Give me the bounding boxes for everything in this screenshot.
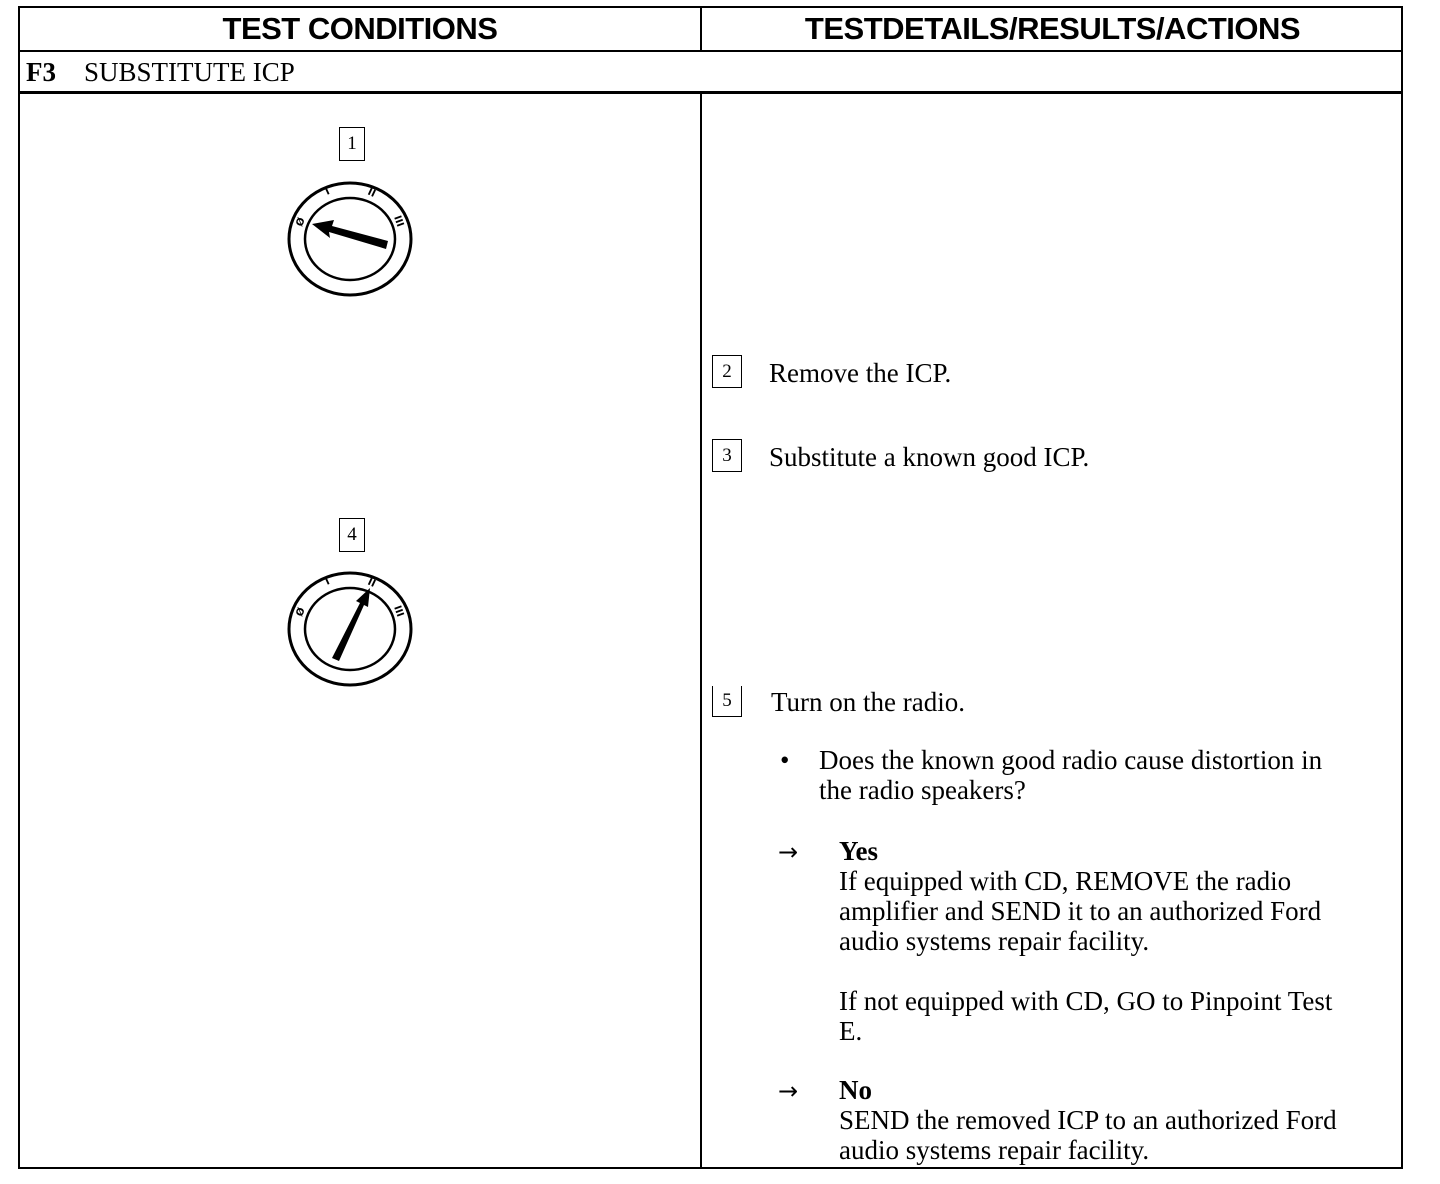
- test-table: TEST CONDITIONS TESTDETAILS/RESULTS/ACTI…: [18, 6, 1403, 1169]
- header-test-conditions: TEST CONDITIONS: [222, 11, 498, 46]
- yes-p2-line-1: If not equipped with CD, GO to Pinpoint …: [839, 986, 1333, 1016]
- header-rule: [20, 50, 1401, 52]
- dial-4-label-2: II: [366, 577, 377, 590]
- dial-4-label-1: I: [324, 576, 332, 588]
- no-label: No: [839, 1075, 872, 1105]
- title-rule: [20, 91, 1401, 94]
- column-divider: [700, 94, 702, 1167]
- test-title-row: F3 SUBSTITUTE ICP: [26, 54, 295, 90]
- ignition-switch-off-icon: Ø I II III: [287, 181, 413, 297]
- question-bullet: •: [780, 745, 790, 775]
- step-2-text: Remove the ICP.: [769, 358, 952, 388]
- step-4-box: 4: [339, 518, 365, 552]
- dial-4-pointer: [332, 588, 370, 661]
- dial-4-label-3: III: [391, 604, 405, 618]
- ignition-switch-run-icon: Ø I II III: [287, 571, 413, 687]
- header-divider: [700, 8, 702, 50]
- step-3-box: 3: [712, 439, 742, 472]
- step-5-text: Turn on the radio.: [771, 687, 965, 717]
- yes-p2-line-2: E.: [839, 1016, 863, 1046]
- no-p1-line-2: audio systems repair facility.: [839, 1135, 1150, 1165]
- yes-arrow-icon: →: [778, 838, 799, 866]
- step-5-box: 5: [712, 686, 742, 717]
- dial-1-label-2: II: [366, 187, 377, 200]
- header-test-details: TESTDETAILS/RESULTS/ACTIONS: [804, 11, 1301, 46]
- step-3-text: Substitute a known good ICP.: [769, 442, 1090, 472]
- question-line-2: the radio speakers?: [819, 775, 1026, 805]
- no-p1-line-1: SEND the removed ICP to an authorized Fo…: [839, 1105, 1337, 1135]
- step-1-box: 1: [339, 127, 365, 161]
- question-line-1: Does the known good radio cause distorti…: [819, 745, 1323, 775]
- yes-p1-line-1: If equipped with CD, REMOVE the radio: [839, 866, 1292, 896]
- yes-p1-line-2: amplifier and SEND it to an authorized F…: [839, 896, 1322, 926]
- test-code: F3: [26, 56, 56, 87]
- no-arrow-icon: →: [778, 1077, 799, 1105]
- yes-p1-line-3: audio systems repair facility.: [839, 926, 1150, 956]
- dial-1-pointer: [312, 220, 388, 249]
- dial-1-label-1: I: [324, 186, 332, 198]
- yes-label: Yes: [839, 836, 878, 866]
- dial-1-label-3: III: [391, 214, 405, 228]
- test-title: SUBSTITUTE ICP: [84, 56, 295, 87]
- step-2-box: 2: [712, 355, 742, 388]
